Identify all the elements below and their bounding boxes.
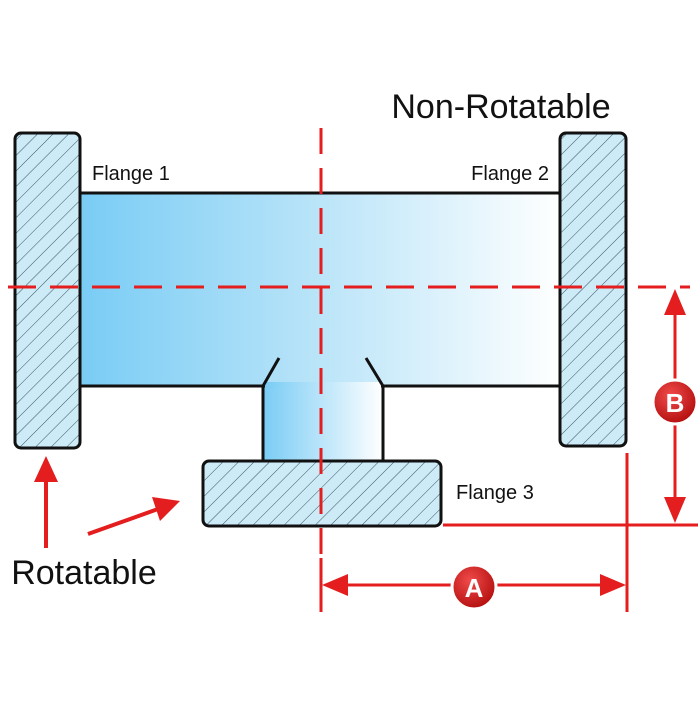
branch-pipe-body (261, 384, 385, 464)
non-rotatable-label: Non-Rotatable (391, 88, 610, 126)
dimension-b-badge: B (651, 378, 699, 426)
flange-1-shape (13, 131, 82, 450)
dimension-b-label: B (666, 388, 685, 418)
branch-chamfer-right (364, 357, 385, 387)
flange-3-label: Flange 3 (456, 482, 534, 504)
dimension-a-label: A (465, 573, 484, 603)
flange-1-label: Flange 1 (92, 163, 170, 185)
rotatable-arrow-up-head (34, 456, 58, 482)
dimension-b-arrow-top (664, 289, 686, 315)
dimension-a-badge: A (450, 563, 498, 611)
dimension-a-arrow-right (600, 574, 626, 596)
rotatable-arrow-diagonal (87, 507, 159, 536)
flange-2-shape (558, 131, 628, 448)
flange-2-label: Flange 2 (471, 163, 549, 185)
dimension-a-arrow-left (322, 574, 348, 596)
branch-chamfer-left (261, 357, 281, 387)
dimension-b-arrow-bottom (664, 497, 686, 523)
rotatable-arrow-diagonal-head (152, 497, 180, 521)
rotatable-label: Rotatable (11, 554, 157, 592)
branch-joint-fill (265, 382, 381, 389)
